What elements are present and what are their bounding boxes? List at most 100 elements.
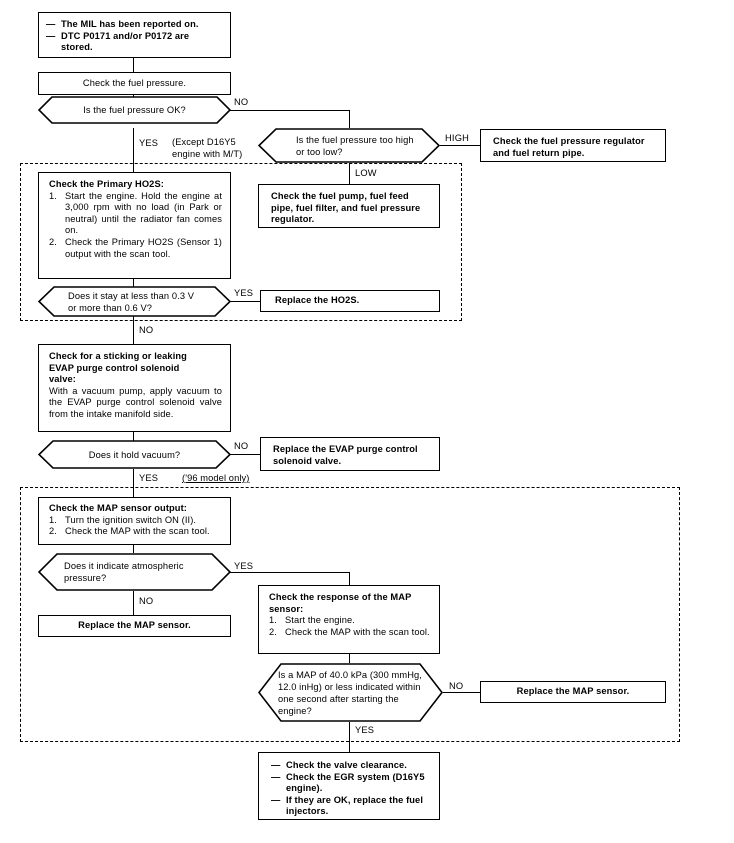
map-output-step-text-1: Turn the ignition switch ON (II). [65,514,197,525]
ho2s-step-num-1: 1. [49,190,57,201]
q-map-40kpa-hex: Is a MAP of 40.0 kPa (300 mmHg, 12.0 inH… [258,663,443,722]
edge-label-no-map40: NO [449,681,464,691]
map-response-step-text-1: Start the engine. [285,615,355,626]
q-hold-vacuum-label: Does it hold vacuum? [88,449,181,460]
check-fuel-pressure-box: Check the fuel pressure. [38,72,231,95]
replace-map-sensor-left-label: Replace the MAP sensor. [78,620,191,631]
check-map-response-box: Check the response of the MAP sensor: 1.… [258,585,440,654]
final-actions-box: — Check the valve clearance. — Check the E… [258,752,440,820]
final-item-2: Check the EGR system (D16Y5 engine). [286,771,425,794]
check-evap-heading2: EVAP purge control solenoid [49,362,180,373]
check-map-output-heading: Check the MAP sensor output: [49,503,187,513]
q-pressure-high-low-hex: Is the fuel pressure too high or too low… [258,128,440,163]
symptom-item-2: DTC P0171 and/or P0172 are stored. [61,30,190,53]
symptom-item-1: The MIL has been reported on. [61,19,199,29]
map-response-step-num-1: 1. [269,615,277,626]
edge-label-no-atm: NO [139,596,154,606]
connector-ho2s-no-v [133,316,135,344]
edge-label-yes-1: YES [139,138,159,148]
symptom-dash-1: — [46,19,56,29]
connector-map40-yes-v [349,722,351,752]
connector-atm-yes-v [349,572,351,585]
final-item-3: If they are OK, replace the fuel injecto… [286,794,424,817]
check-evap-body: With a vacuum pump, apply vacuum to the … [49,385,222,419]
q-ho2s-voltage-line1: Does it stay at less than 0.3 V [68,290,195,301]
connector-evap-to-q [133,432,135,441]
q-hold-vacuum-hex: Does it hold vacuum? [38,440,231,469]
edge-label-no-ho2s: NO [139,325,154,335]
edge-label-no-1: NO [234,97,249,107]
map-output-step-num-2: 2. [49,526,57,537]
q-map-40kpa-line3: one second after starting the [278,693,399,704]
q-fuel-pressure-ok-label: Is the fuel pressure OK? [83,105,186,115]
final-item-1: Check the valve clearance. [286,760,407,770]
replace-map-sensor-right-box: Replace the MAP sensor. [480,681,666,703]
symptom-dash-2: — [46,30,56,41]
connector-ho2s-yes-h [230,301,260,303]
note-96-model-only: ('96 model only) [182,473,250,483]
edge-label-yes-vacuum: YES [139,473,159,483]
symptom-box: — The MIL has been reported on. — DTC P017… [38,12,231,58]
replace-evap-line1: Replace the EVAP purge control [273,444,418,454]
map-response-step-num-2: 2. [269,626,277,637]
ho2s-step-text-1: Start the engine. Hold the engine at 3,0… [65,190,222,236]
edge-label-yes-map40: YES [355,725,375,735]
check-fuel-pressure-label: Check the fuel pressure. [82,77,187,88]
replace-map-sensor-left-box: Replace the MAP sensor. [38,615,231,637]
check-primary-ho2s-box: Check the Primary HO2S: 1. Start the engi… [38,172,231,279]
connector-q1-no-h [230,110,350,112]
connector-q1-no-v [349,110,351,128]
check-fuel-pump-box: Check the fuel pump, fuel feed pipe, fue… [258,184,440,228]
q-map-40kpa-line4: engine? [278,705,312,716]
check-fuel-pump-line2: pipe, fuel filter, and fuel pressure [271,202,421,213]
map-output-step-text-2: Check the MAP with the scan tool. [65,526,210,537]
ho2s-step-text-2: Check the Primary HO2S (Sensor 1) output… [65,236,222,259]
connector-map-to-q [133,545,135,553]
check-regulator-box: Check the fuel pressure regulator and fu… [480,129,666,162]
connector-response-to-q [349,654,351,663]
check-evap-heading3: valve: [49,374,76,385]
edge-label-low: LOW [355,168,377,178]
replace-ho2s-label: Replace the HO2S. [275,295,360,306]
edge-label-high: HIGH [445,133,470,143]
q-pressure-high-low-line1: Is the fuel pressure too high [296,134,414,145]
q-atmospheric-pressure-line2: pressure? [64,573,107,583]
replace-evap-box: Replace the EVAP purge control solenoid … [260,437,440,471]
connector-atm-no-v [133,591,135,615]
check-primary-ho2s-heading: Check the Primary HO2S: [49,179,164,189]
note-except-d16y5: (Except D16Y5 engine with M/T) [172,137,243,159]
edge-label-yes-ho2s: YES [234,288,254,298]
map-response-step-text-2: Check the MAP with the scan tool. [285,626,430,637]
edge-label-yes-atm: YES [234,561,254,571]
q-fuel-pressure-ok-hex: Is the fuel pressure OK? [38,96,231,124]
check-map-response-heading2: sensor: [269,603,304,614]
connector-atm-yes-h [230,572,350,574]
ho2s-step-num-2: 2. [49,236,57,247]
connector-map40-no-h [443,692,480,694]
connector-q2-high-h [440,145,480,147]
connector-evap-no-h [230,454,260,456]
connector-q2-low-v [349,163,351,184]
final-dash-2: — [271,771,281,782]
ho2s-section-region [20,163,462,321]
connector-symptom-to-check [133,58,135,72]
replace-map-sensor-right-label: Replace the MAP sensor. [516,686,630,697]
check-evap-heading1: Check for a sticking or leaking [49,351,187,361]
check-fuel-pump-line3: regulator. [271,214,315,225]
connector-evap-yes-v [133,469,135,497]
check-map-response-heading1: Check the response of the MAP [269,592,412,602]
check-regulator-line2: and fuel return pipe. [493,147,585,158]
check-map-output-box: Check the MAP sensor output: 1. Turn the … [38,497,231,545]
q-map-40kpa-line2: 12.0 inHg) or less indicated within [278,681,421,692]
map-output-step-num-1: 1. [49,514,57,525]
q-map-40kpa-line1: Is a MAP of 40.0 kPa (300 mmHg, [278,669,422,680]
check-evap-box: Check for a sticking or leaking EVAP pur… [38,344,231,432]
check-fuel-pump-line1: Check the fuel pump, fuel feed [271,191,409,201]
q-atmospheric-pressure-hex: Does it indicate atmospheric pressure? [38,553,231,591]
final-dash-3: — [271,794,281,805]
connector-q1-yes-v [133,128,135,173]
q-pressure-high-low-line2: or too low? [296,146,343,157]
q-ho2s-voltage-line2: or more than 0.6 V? [68,302,153,313]
connector-ho2s-to-q [133,279,135,288]
